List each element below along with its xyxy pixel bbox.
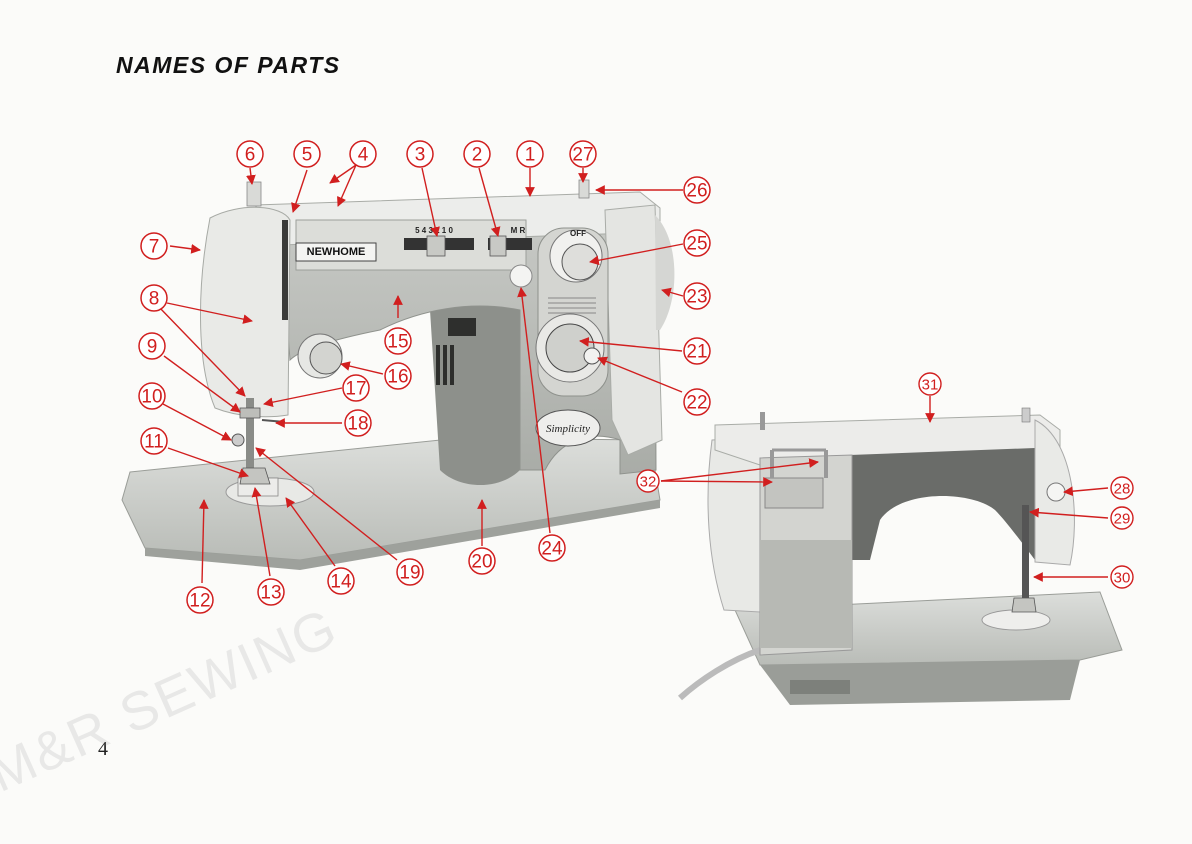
- svg-text:9: 9: [147, 337, 158, 358]
- svg-text:16: 16: [387, 367, 408, 388]
- svg-text:15: 15: [387, 332, 408, 353]
- callout-6: 6: [236, 140, 264, 168]
- callout-30: 30: [1110, 565, 1134, 589]
- callout-9: 9: [138, 332, 166, 360]
- callout-16: 16: [384, 362, 412, 390]
- svg-text:20: 20: [471, 552, 492, 573]
- callout-23: 23: [683, 282, 711, 310]
- callout-7: 7: [140, 232, 168, 260]
- svg-text:32: 32: [640, 474, 657, 491]
- svg-text:5: 5: [302, 145, 313, 166]
- svg-text:12: 12: [189, 591, 210, 612]
- callout-4: 4: [349, 140, 377, 168]
- svg-text:1: 1: [525, 145, 536, 166]
- callout-18: 18: [344, 409, 372, 437]
- svg-text:3: 3: [415, 145, 426, 166]
- callout-14: 14: [327, 567, 355, 595]
- brand-plate: NEWHOME: [307, 246, 366, 258]
- callout-27: 27: [569, 140, 597, 168]
- svg-text:13: 13: [260, 583, 281, 604]
- simplicity-badge: Simplicity: [546, 423, 590, 435]
- callout-31: 31: [918, 372, 942, 396]
- callout-11: 11: [140, 427, 168, 455]
- callout-21: 21: [683, 337, 711, 365]
- stitch-scale: 5 4 3 2 1 0: [415, 226, 453, 235]
- page-number: 4: [98, 738, 108, 760]
- svg-text:18: 18: [347, 414, 368, 435]
- svg-text:31: 31: [922, 377, 939, 394]
- svg-text:11: 11: [144, 432, 164, 453]
- dial-marks: M R: [511, 226, 526, 235]
- callout-32: 32: [636, 469, 660, 493]
- svg-text:17: 17: [345, 379, 366, 400]
- off-label: OFF: [570, 229, 586, 238]
- page-title: NAMES OF PARTS: [116, 52, 341, 78]
- svg-text:19: 19: [399, 563, 420, 584]
- callout-10: 10: [138, 382, 166, 410]
- svg-text:22: 22: [686, 393, 707, 414]
- callout-1: 1: [516, 140, 544, 168]
- callout-22: 22: [683, 388, 711, 416]
- callout-8: 8: [140, 284, 168, 312]
- svg-text:26: 26: [686, 181, 707, 202]
- svg-text:14: 14: [330, 572, 352, 593]
- callout-17: 17: [342, 374, 370, 402]
- callouts: 1 2 3 4 5 6 7 8 9 10 11 12 13 14 15 16 1…: [138, 140, 1134, 614]
- callout-19: 19: [396, 558, 424, 586]
- callout-26: 26: [683, 176, 711, 204]
- svg-text:24: 24: [541, 539, 563, 560]
- callout-29: 29: [1110, 506, 1134, 530]
- svg-text:8: 8: [149, 289, 160, 310]
- svg-text:2: 2: [472, 145, 483, 166]
- svg-text:4: 4: [358, 145, 369, 166]
- rear-machine: [677, 407, 1123, 705]
- callout-15: 15: [384, 327, 412, 355]
- callout-13: 13: [257, 578, 285, 606]
- callout-3: 3: [406, 140, 434, 168]
- svg-text:25: 25: [686, 234, 707, 255]
- callout-5: 5: [293, 140, 321, 168]
- svg-text:28: 28: [1114, 481, 1131, 498]
- svg-text:7: 7: [149, 237, 160, 258]
- callout-2: 2: [463, 140, 491, 168]
- callout-24: 24: [538, 534, 566, 562]
- front-machine: NEWHOME 5 4 3 2 1 0 M R OFF Simplicity: [121, 179, 675, 570]
- svg-text:30: 30: [1114, 570, 1131, 587]
- svg-text:23: 23: [686, 287, 707, 308]
- callout-20: 20: [468, 547, 496, 575]
- callout-12: 12: [186, 586, 214, 614]
- callout-28: 28: [1110, 476, 1134, 500]
- svg-text:21: 21: [686, 342, 707, 363]
- leader-lines: [157, 164, 1109, 584]
- svg-text:29: 29: [1114, 511, 1131, 528]
- svg-text:10: 10: [141, 387, 162, 408]
- callout-25: 25: [683, 229, 711, 257]
- svg-text:27: 27: [572, 145, 593, 166]
- svg-text:6: 6: [245, 145, 256, 166]
